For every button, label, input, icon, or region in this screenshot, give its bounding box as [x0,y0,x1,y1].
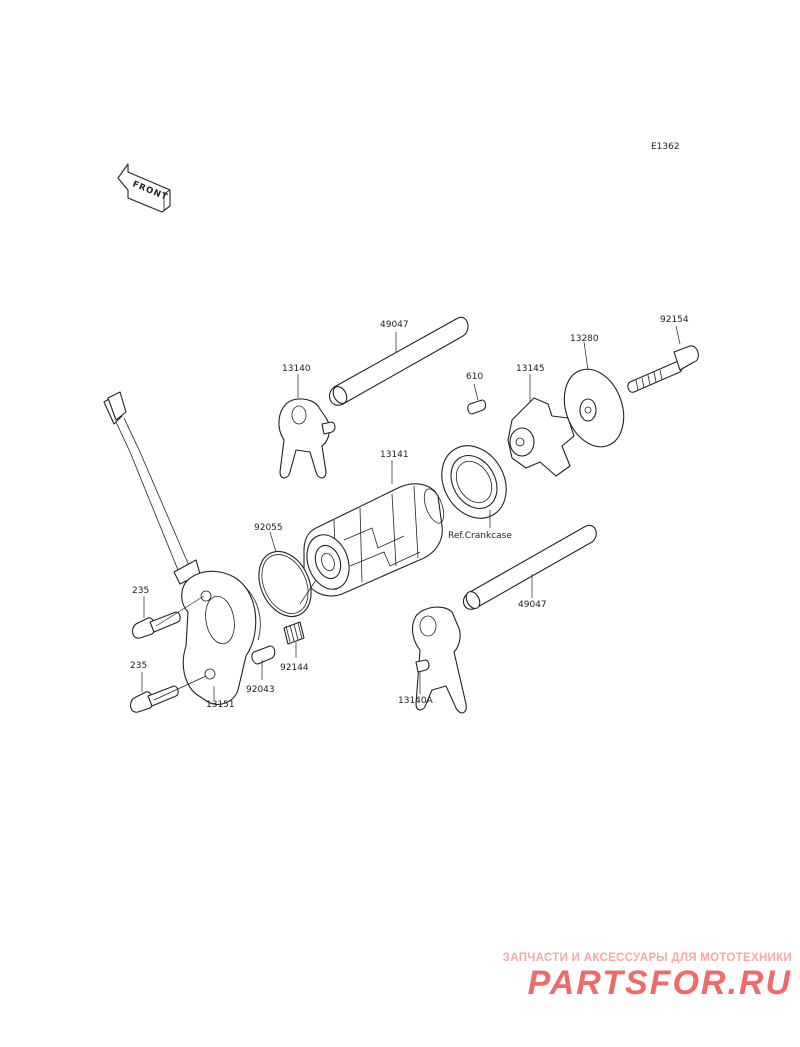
label-13141: 13141 [380,450,409,460]
label-92043: 92043 [246,685,275,695]
shift-drum-13141 [303,483,445,597]
label-13145: 13145 [516,364,545,374]
shift-rod-top [328,316,469,406]
label-13280: 13280 [570,334,599,344]
shift-fork-13140 [278,398,336,479]
label-92154: 92154 [660,315,689,325]
leader-lines [141,325,681,701]
front-arrow-icon: FRONT [117,163,171,213]
label-92055: 92055 [254,523,283,533]
label-92144: 92144 [280,663,309,673]
label-13140A: 13140A [398,696,434,706]
watermark: ЗАПЧАСТИ И АКСЕССУАРЫ ДЛЯ МОТОТЕХНИКИ PA… [482,952,792,1002]
diagram-code: E1362 [651,142,680,152]
watermark-logo: PARTSFOR.RU [527,964,792,1002]
bolt-235-bottom [129,685,179,713]
bolt-92154 [627,345,699,393]
shift-fork-13140A [411,606,467,714]
label-13151: 13151 [206,700,235,710]
label-13140: 13140 [282,364,311,374]
o-ring-92055 [258,551,312,617]
label-610: 610 [466,372,483,382]
shift-drum-plate-13145 [507,397,575,477]
label-49047-bottom: 49047 [518,600,547,610]
watermark-tagline: ЗАПЧАСТИ И АКСЕССУАРЫ ДЛЯ МОТОТЕХНИКИ [502,952,792,964]
pin-92043 [251,645,276,665]
bearing-ref-crankcase [441,445,507,519]
label-235-bottom: 235 [130,661,147,671]
label-ref-crankcase: Ref.Crankcase [448,531,512,541]
cam-plate-13280 [563,368,625,448]
bolt-235-top [131,611,181,639]
label-235-top: 235 [132,586,149,596]
spring-92144 [283,621,305,645]
shift-rod-bottom [462,524,597,610]
pin-610 [467,399,487,415]
label-49047-top: 49047 [380,320,409,330]
gear-position-switch-13151 [103,391,261,705]
